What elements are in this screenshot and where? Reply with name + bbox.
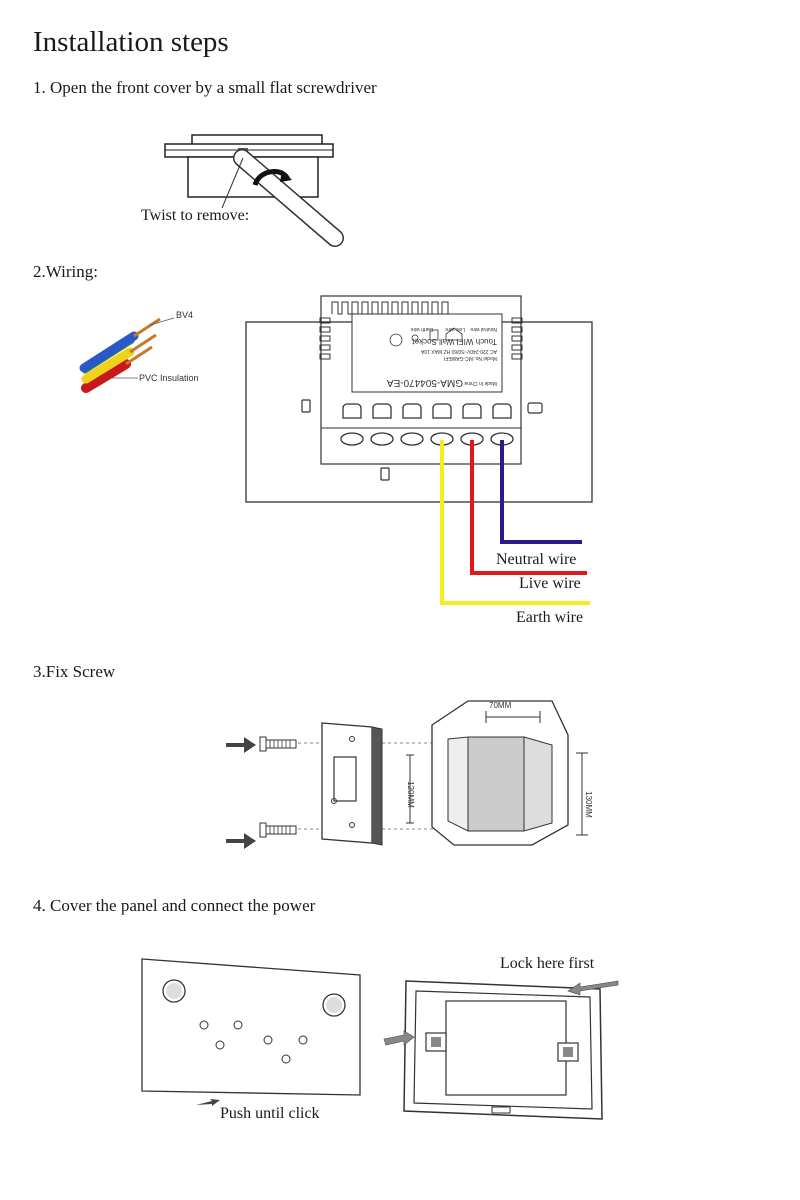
fix-screw-diagram [226, 700, 588, 849]
product-name: Touch WIFI Wall Socket [412, 337, 497, 346]
cable-label-bv4: BV4 [176, 310, 194, 320]
made-in-label: Made In China [464, 380, 497, 386]
terminal-label-live: Live wire [445, 326, 465, 332]
screwdriver-illustration [164, 134, 344, 247]
step-3-heading: 3.Fix Screw [33, 662, 116, 681]
step-4-heading: 4. Cover the panel and connect the power [33, 896, 316, 915]
dim-plate-height-label: 120MM [405, 781, 415, 808]
product-label: GMA-504470-EA Made In China Model No.:MC… [353, 316, 503, 390]
terminal-label-neutral: Neutral wire [470, 326, 497, 332]
terminal-label-earth: Earth wire [410, 326, 433, 332]
model-no-label: Model No.:MC-GAWEFI [443, 355, 497, 361]
push-callout: Push until click [220, 1105, 320, 1122]
earth-wire-label: Earth wire [516, 609, 584, 626]
panel-frame-diagram [383, 980, 619, 1120]
step-2-heading: 2.Wiring: [33, 262, 98, 281]
socket-back-diagram [245, 295, 593, 605]
lock-callout: Lock here first [500, 955, 595, 972]
product-model: GMA-504470-EA [386, 377, 463, 388]
cable-label-insulation: PVC Insulation [139, 373, 199, 383]
rating-label: AC 220-240V~50/60 HZ MAX 10A [420, 348, 497, 354]
live-wire-label: Live wire [519, 575, 581, 592]
dim-width-label: 70MM [489, 701, 512, 710]
dim-box-height-label: 130MM [583, 791, 593, 818]
neutral-wire-label: Neutral wire [496, 551, 577, 568]
step-1-heading: 1. Open the front cover by a small flat … [33, 78, 377, 97]
cable-illustration [79, 317, 175, 393]
front-panel-diagram [141, 958, 361, 1106]
page-title: Installation steps [33, 26, 229, 58]
step-1-caption: Twist to remove: [141, 207, 250, 224]
